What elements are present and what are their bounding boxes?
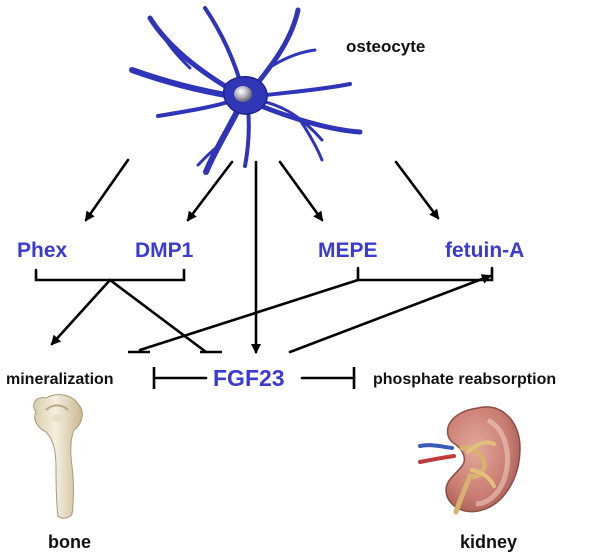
edge-osteocyte-to-mepe [278, 160, 324, 222]
label-bone: bone [48, 532, 91, 552]
bone-icon [33, 394, 83, 519]
label-phex: Phex [17, 239, 68, 262]
label-fetuin-a: fetuin-A [445, 239, 524, 262]
edge-osteocyte-to-phex [84, 158, 130, 222]
edge-phex-dmp1-inhibits-fgf23 [108, 278, 208, 354]
osteocyte-cell-icon [129, 6, 363, 175]
edge-mepe-fetuin-a-inhibits-mineralization [138, 278, 360, 352]
label-dmp1: DMP1 [135, 239, 194, 262]
label-phosphate-reabsorption: phosphate reabsorption [373, 371, 556, 388]
label-fgf23: FGF23 [213, 365, 285, 391]
label-kidney: kidney [460, 532, 517, 552]
label-osteocyte: osteocyte [346, 37, 425, 56]
bracket-phex-dmp1 [34, 268, 186, 282]
kidney-icon [418, 406, 521, 515]
edge-phex-dmp1-to-mineralization [50, 278, 112, 346]
edge-osteocyte-to-dmp1 [186, 160, 234, 222]
label-mepe: MEPE [318, 239, 378, 262]
label-mineralization: mineralization [6, 371, 114, 388]
edge-fgf23-to-fetuin-a [288, 274, 492, 354]
bracket-mepe-fetuin-a [356, 266, 494, 282]
edge-osteocyte-to-fetuin-a [394, 160, 440, 220]
